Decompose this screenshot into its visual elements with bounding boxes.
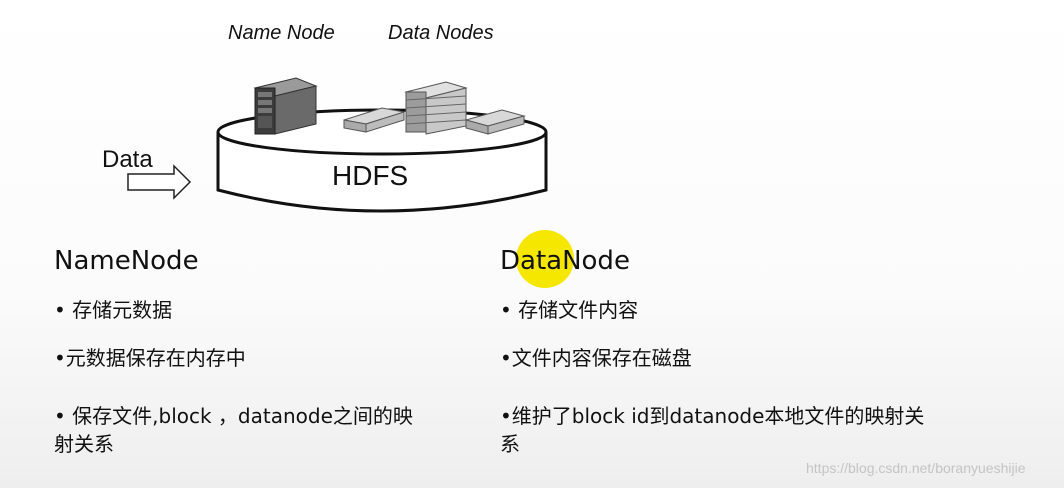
datanode-bullet: •文件内容保存在磁盘 (500, 346, 692, 370)
data-node-server-icon (343, 107, 405, 133)
namenode-bullet: • 存储元数据 (54, 298, 173, 322)
name-node-server-icon (253, 77, 318, 135)
namenode-bullet-continuation: 射关系 (54, 432, 114, 456)
namenode-bullet: •元数据保存在内存中 (54, 346, 246, 370)
data-label: Data (102, 146, 153, 173)
datanode-bullet-continuation: 系 (500, 432, 520, 456)
name-node-label: Name Node (228, 22, 335, 44)
data-node-rack-icon (404, 81, 468, 135)
datanode-heading: DataNode (500, 246, 630, 276)
watermark: https://blog.csdn.net/boranyueshijie (806, 460, 1026, 476)
hdfs-label: HDFS (332, 160, 409, 191)
datanode-bullet: •维护了block id到datanode本地文件的映射关 (500, 404, 925, 428)
cursor-highlight (516, 230, 574, 288)
data-arrow-icon (127, 164, 192, 200)
data-node-server-icon (464, 109, 526, 135)
datanode-bullet: • 存储文件内容 (500, 298, 639, 322)
hdfs-diagram (127, 77, 548, 213)
namenode-heading: NameNode (54, 246, 199, 276)
namenode-bullet: • 保存文件,block ，datanode之间的映 (54, 404, 413, 428)
data-nodes-label: Data Nodes (388, 22, 494, 44)
